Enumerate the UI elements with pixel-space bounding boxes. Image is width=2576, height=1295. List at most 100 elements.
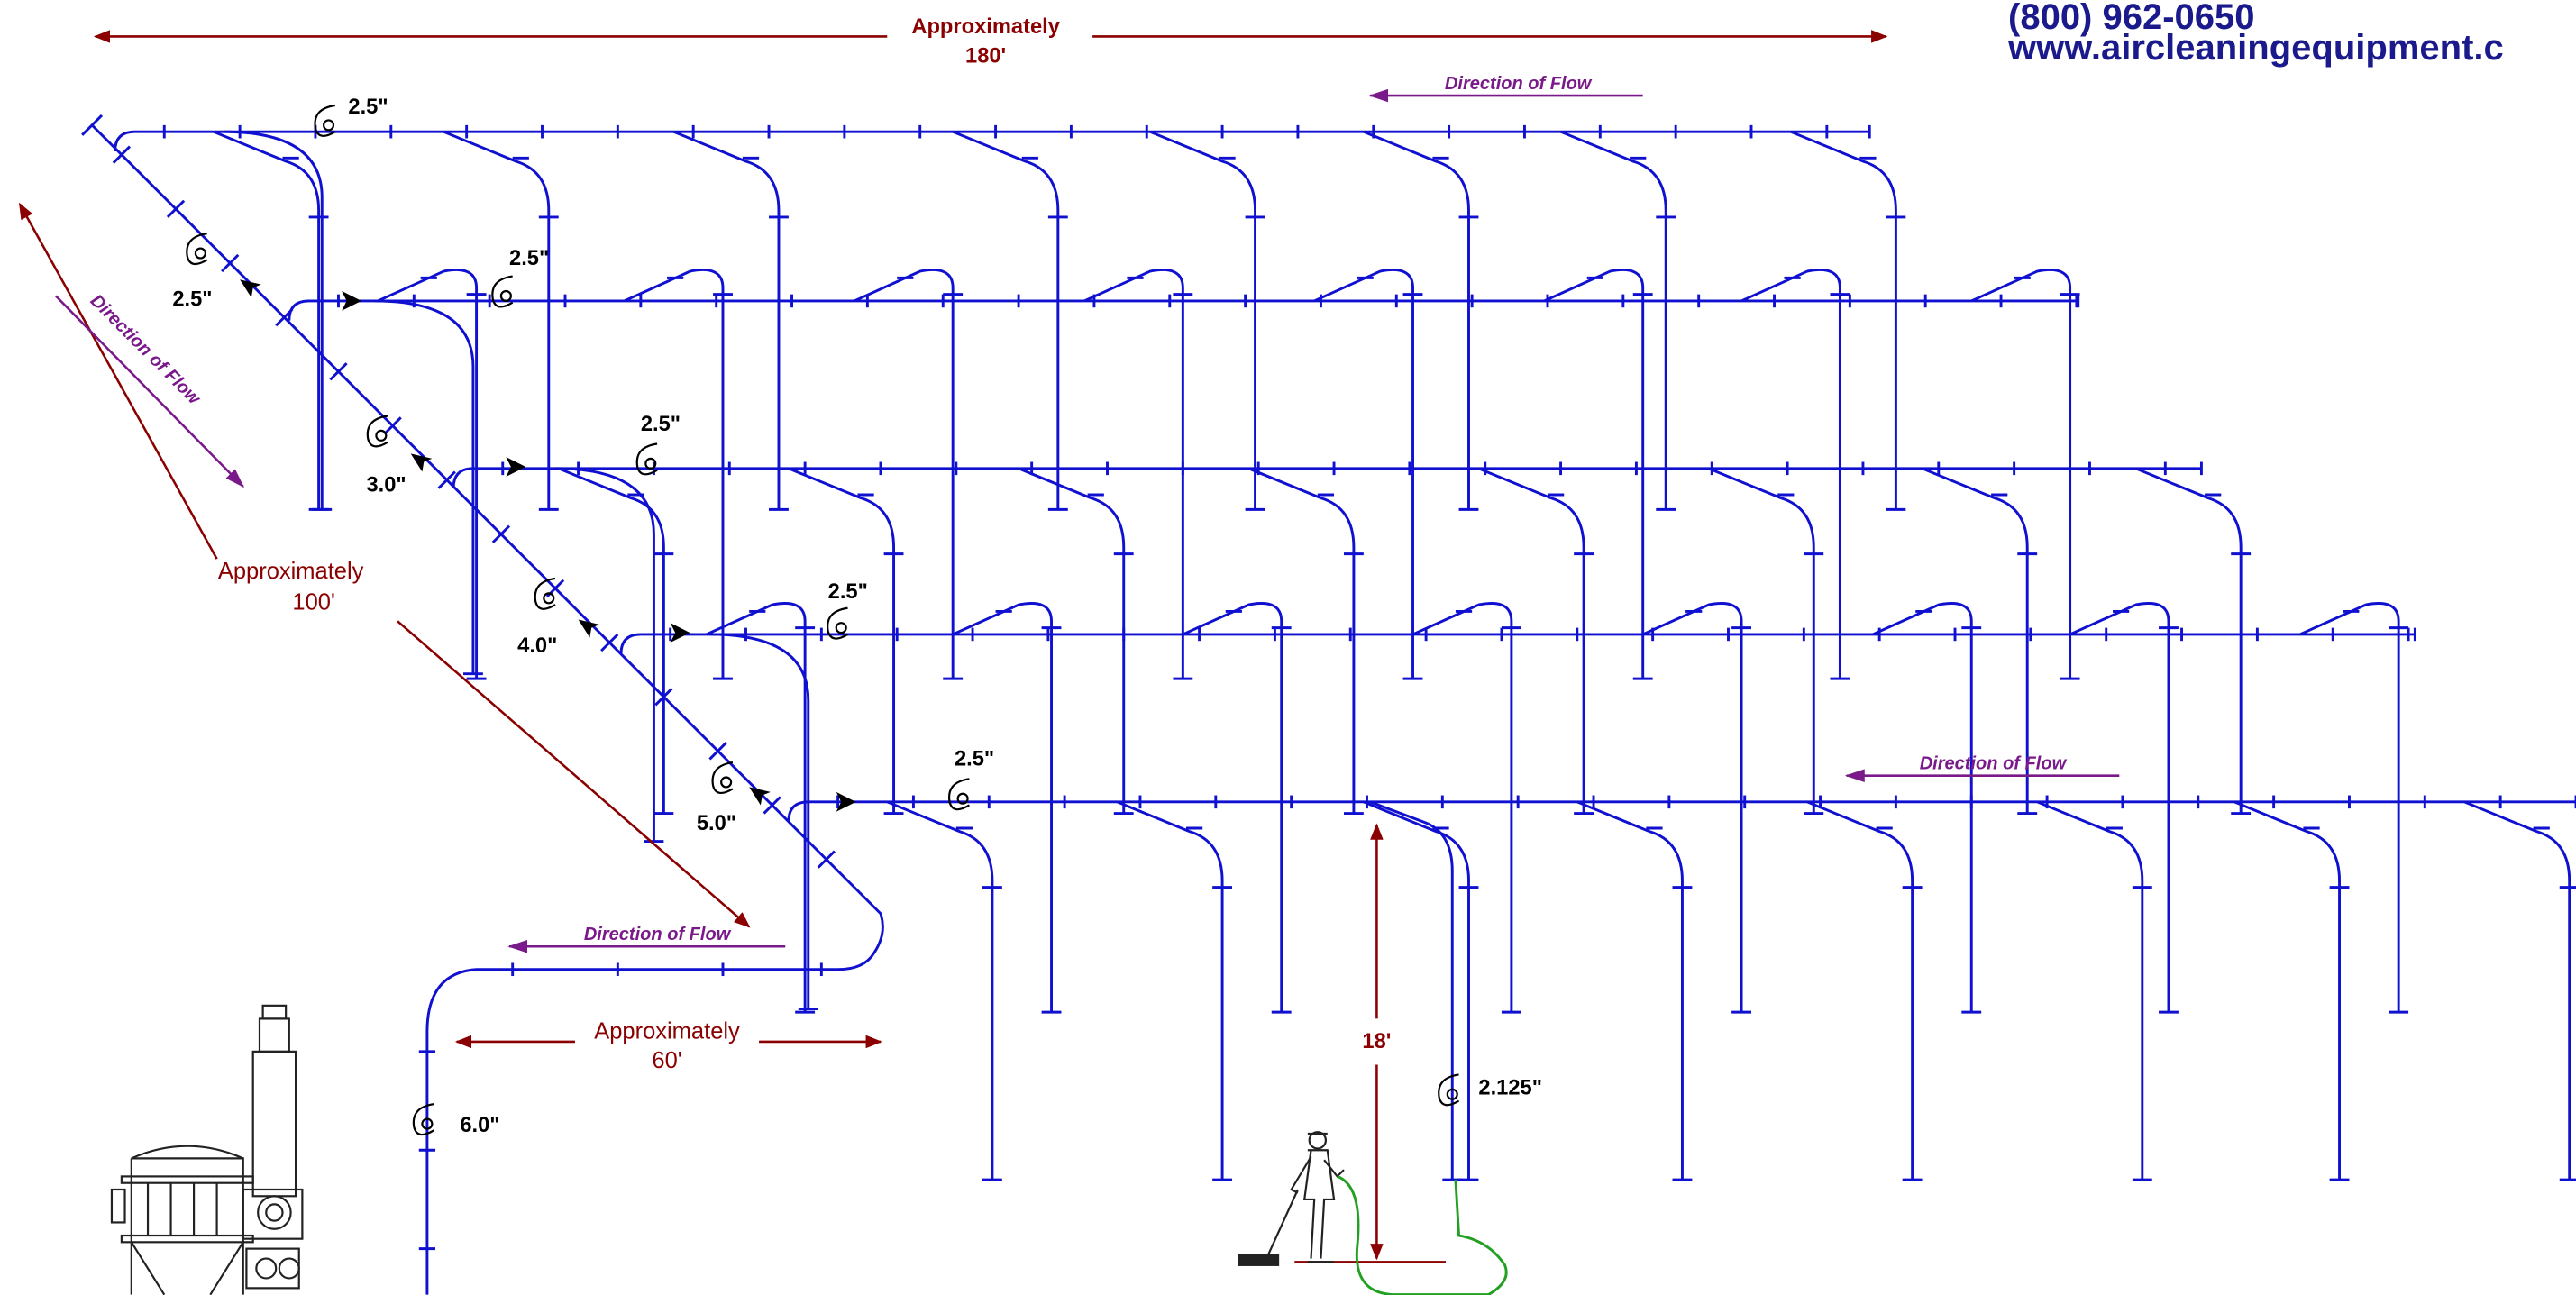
drop-pipe	[854, 269, 955, 679]
drop-pipe	[377, 269, 479, 679]
flow-label-right: Direction of Flow	[1920, 753, 2068, 773]
pipe-size-callout-dot	[194, 247, 206, 260]
pipe-size-callout-icon	[711, 761, 734, 794]
pipe-size-callout-icon	[412, 1103, 434, 1136]
flow-arrows	[55, 88, 2120, 953]
pipe-coupling	[491, 524, 511, 543]
pipe-coupling	[763, 796, 781, 815]
size-callouts	[186, 104, 1460, 1136]
flow-label-top: Direction of Flow	[1445, 74, 1593, 94]
branch-header-pipe	[787, 800, 2576, 822]
pipe-flow-arrowheads	[240, 279, 856, 812]
pipe-size-callout-icon	[635, 442, 658, 476]
depth-dim-label-1: Approximately	[218, 559, 364, 584]
drop-pipe	[952, 130, 1060, 510]
pipe-coupling	[708, 742, 727, 761]
width-dim-label-1: Approximately	[911, 15, 1060, 39]
drop-pipe	[1363, 130, 1470, 510]
drop-pipe	[1970, 269, 2072, 679]
pipe-arrowhead	[836, 791, 856, 812]
drop-pipe	[2134, 467, 2243, 814]
drop-pipe	[1182, 602, 1283, 1013]
labels: Approximately 180' Approximately 100' Ap…	[87, 15, 2068, 1137]
pipe-network	[81, 114, 2576, 1295]
drop-pipe	[1477, 467, 1585, 814]
pipe-size-callout-dot	[720, 776, 733, 789]
riser-pipe	[709, 633, 810, 1009]
pipe-coupling	[166, 199, 186, 218]
drop-pipe	[706, 602, 807, 1013]
pipe-arrowhead	[342, 290, 361, 311]
pipe-arrowhead	[670, 623, 690, 643]
pipe-size-callout-dot	[543, 592, 555, 605]
pipe-arrowhead	[506, 457, 526, 477]
pipe-size-callout-icon	[827, 606, 849, 640]
drop-pipe	[1790, 130, 1897, 510]
pipe-size-callout-icon	[1438, 1073, 1460, 1107]
drop-pipe	[2463, 800, 2571, 1181]
pipe-size-callout-icon	[314, 104, 336, 137]
pipe-size-callout-dot	[956, 792, 969, 805]
drop-pipe	[952, 602, 1053, 1013]
flow-label-bottom-left: Direction of Flow	[584, 925, 732, 944]
drop-pipe	[1083, 269, 1184, 679]
drop-pipe	[558, 467, 665, 814]
pipe-coupling	[221, 253, 240, 273]
size-label-main: 6.0"	[460, 1114, 499, 1137]
drop-pipe	[1560, 130, 1667, 510]
pipe-arrowhead	[749, 787, 771, 806]
drop-pipe	[1363, 800, 1470, 1181]
pipe-coupling	[437, 470, 456, 489]
size-label-trunk3: 4.0"	[517, 634, 557, 658]
size-label-trunk2: 3.0"	[366, 473, 406, 497]
drop-pipe	[1247, 467, 1356, 814]
pipe-end-cap	[81, 114, 104, 136]
size-label-row3: 2.5"	[641, 413, 681, 436]
vacuum-hose	[1337, 1175, 1508, 1295]
pipe-size-callout-icon	[366, 415, 388, 448]
dimension-lines	[18, 30, 1888, 1263]
run-dim-label-2: 60'	[652, 1048, 681, 1073]
pipe-size-callout-dot	[1446, 1088, 1458, 1100]
drop-pipe	[1313, 269, 1414, 679]
drop-pipe	[1806, 800, 1914, 1181]
pipe-size-callout-dot	[644, 457, 657, 470]
pipe-arrowhead	[410, 453, 433, 472]
drop-pipe	[213, 130, 321, 510]
drop-pipe	[1642, 602, 1743, 1013]
contact-phone: (800) 962-0650	[2008, 0, 2255, 37]
drop-pipe	[1116, 800, 1224, 1181]
drop-pipe	[788, 467, 896, 814]
size-label-row5: 2.5"	[955, 748, 994, 771]
depth-dim-label-2: 100'	[292, 590, 334, 616]
hose-drop-pipe	[1369, 800, 1454, 1181]
drop-pipe	[624, 269, 725, 679]
flow-arrow-diagonal	[55, 295, 245, 488]
width-dim-label-2: 180'	[965, 45, 1006, 68]
branch-header-pipe	[619, 633, 2416, 654]
size-label-trunk1: 2.5"	[172, 287, 212, 311]
depth-dim-upper-arrow	[18, 202, 218, 560]
pipe-arrowhead	[578, 619, 600, 638]
worker-figure-icon	[1238, 1131, 1345, 1266]
pipe-size-callout-dot	[499, 289, 512, 303]
main-trunk-pipe	[91, 123, 884, 1295]
drop-pipe	[2299, 602, 2400, 1013]
run-dim-label-1: Approximately	[594, 1018, 740, 1044]
branch-header-pipe	[288, 299, 2078, 321]
pipe-arrowhead	[240, 279, 261, 298]
drop-pipe	[2233, 800, 2341, 1181]
riser-pipe	[555, 467, 655, 842]
drop-pipe	[2036, 800, 2144, 1181]
size-label-hose: 2.125"	[1478, 1076, 1542, 1099]
pipe-size-callout-dot	[322, 119, 335, 132]
pipe-coupling	[654, 688, 673, 707]
drop-pipe	[886, 800, 994, 1181]
drop-pipe	[2069, 602, 2170, 1013]
pipe-size-callout-icon	[491, 275, 514, 308]
drop-pipe	[1149, 130, 1257, 510]
size-label-row1: 2.5"	[348, 96, 388, 119]
drop-pipe	[443, 130, 551, 510]
pipe-coupling	[600, 633, 619, 652]
drop-pipe	[1543, 269, 1645, 679]
